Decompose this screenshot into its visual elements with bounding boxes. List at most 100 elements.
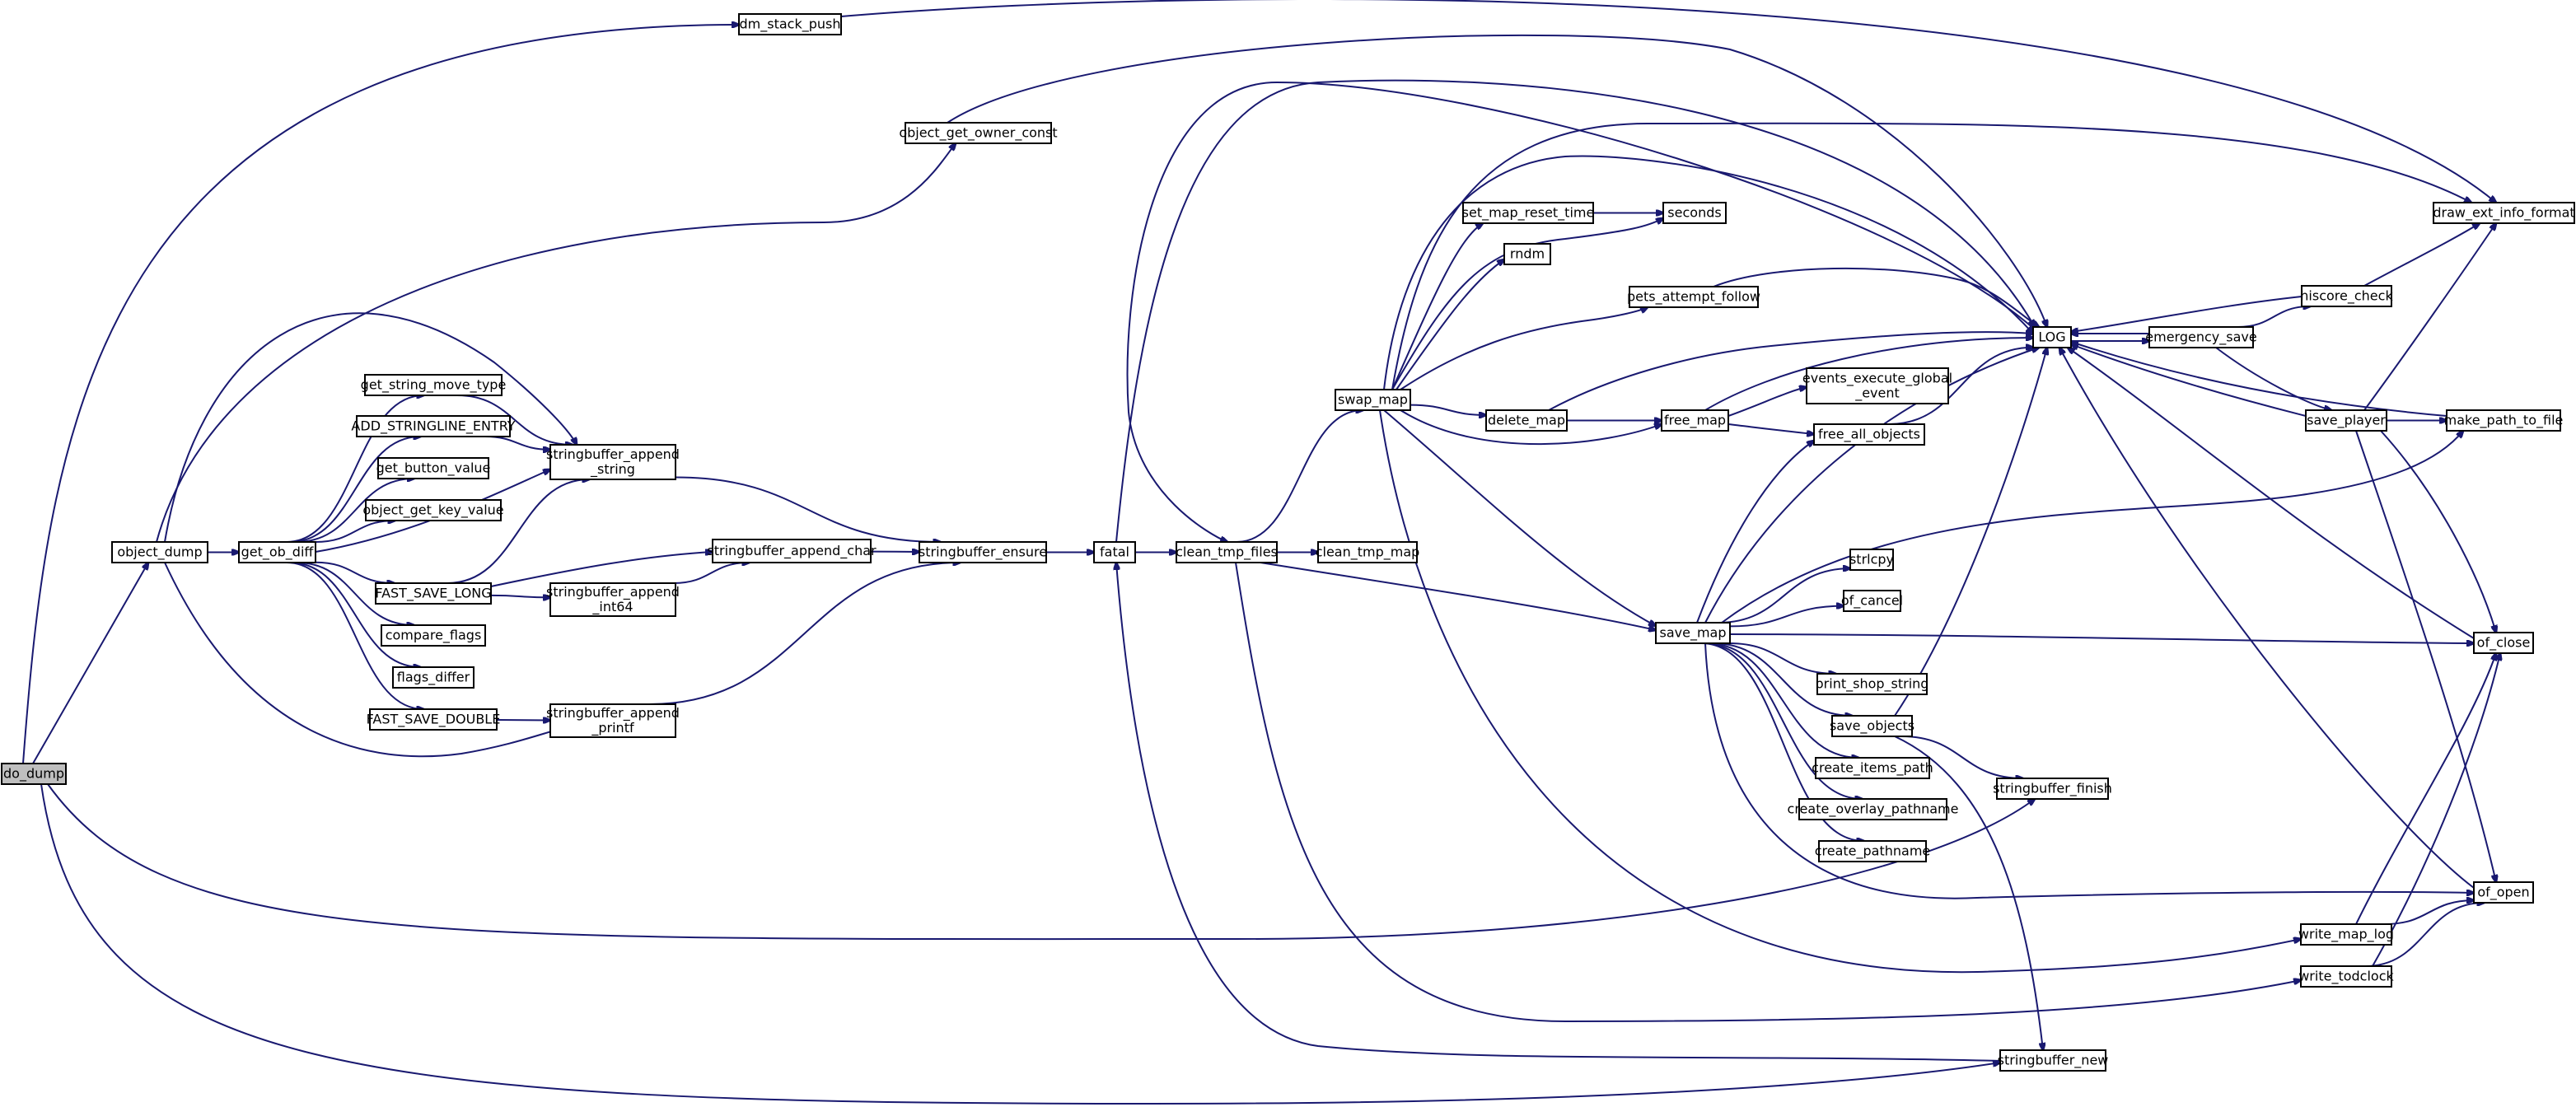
node-save_map[interactable]: save_map (1655, 622, 1731, 644)
node-label: do_dump (3, 766, 64, 782)
node-label: flags_differ (397, 670, 470, 686)
edge-save_map-to-strlcpy (1718, 568, 1850, 624)
node-ADD_STRINGLINE_ENTRY[interactable]: ADD_STRINGLINE_ENTRY (351, 415, 516, 437)
node-box (1462, 202, 1594, 224)
node-object_get_key_value[interactable]: object_get_key_value (362, 499, 504, 521)
node-label: ADD_STRINGLINE_ENTRY (351, 418, 515, 435)
edge-clean_tmp_files-to-save_map (1260, 562, 1656, 630)
node-get_ob_diff[interactable]: get_ob_diff (238, 541, 316, 563)
edge-of_open-to-LOG (2059, 348, 2475, 889)
node-stringbuffer_finish[interactable]: stringbuffer_finish (1993, 778, 2112, 800)
node-clean_tmp_map[interactable]: clean_tmp_map (1316, 541, 1420, 563)
node-save_objects[interactable]: save_objects (1830, 715, 1914, 737)
edge-hiscore_check-to-LOG (2071, 296, 2303, 332)
node-label: of_open (2477, 885, 2529, 901)
node-label: rndm (1510, 246, 1545, 262)
node-delete_map[interactable]: delete_map (1485, 409, 1568, 432)
edge-save_player-to-of_close (2380, 430, 2496, 633)
edge-stringbuffer_append_string-to-stringbuffer_ensure (675, 476, 941, 542)
node-label: stringbuffer_append (546, 705, 680, 722)
edge-swap_map-to-free_map (1400, 409, 1662, 446)
node-of_close[interactable]: of_close (2473, 632, 2534, 654)
node-create_items_path[interactable]: create_items_path (1812, 757, 1933, 779)
node-make_path_to_file[interactable]: make_path_to_file (2444, 409, 2564, 432)
node-label: fatal (1100, 544, 1129, 560)
node-print_shop_string[interactable]: print_shop_string (1816, 673, 1929, 695)
node-box (1317, 541, 1418, 563)
node-emergency_save[interactable]: emergency_save (2145, 326, 2257, 348)
node-label: object_dump (117, 544, 202, 561)
node-label: strlcpy (1849, 552, 1894, 568)
node-free_all_objects[interactable]: free_all_objects (1813, 423, 1925, 446)
node-get_string_move_type[interactable]: get_string_move_type (361, 374, 507, 396)
edge-emergency_save-to-hiscore_check (2237, 306, 2310, 328)
edge-do_dump-to-stringbuffer_finish (47, 783, 2035, 941)
edge-fatal-to-LOG (1115, 79, 2035, 543)
node-FAST_SAVE_DOUBLE[interactable]: FAST_SAVE_DOUBLE (367, 708, 501, 731)
node-box (375, 582, 492, 605)
node-get_button_value[interactable]: get_button_value (376, 457, 491, 479)
node-box (1503, 243, 1551, 265)
node-seconds[interactable]: seconds (1662, 202, 1727, 224)
node-swap_map[interactable]: swap_map (1335, 389, 1411, 411)
node-set_map_reset_time[interactable]: set_map_reset_time (1462, 202, 1595, 224)
node-box (1655, 622, 1731, 644)
node-create_pathname[interactable]: create_pathname (1815, 840, 1931, 862)
node-free_map[interactable]: free_map (1661, 409, 1729, 432)
edge-save_map-to-of_close (1729, 633, 2474, 643)
node-object_get_owner_const[interactable]: object_get_owner_const (899, 122, 1058, 144)
node-create_overlay_pathname[interactable]: create_overlay_pathname (1788, 798, 1959, 820)
node-dm_stack_push[interactable]: dm_stack_push (738, 13, 842, 35)
edge-save_map-to-of_open (1704, 642, 2474, 899)
node-box (238, 541, 316, 563)
node-label: stringbuffer_append (546, 446, 680, 463)
node-rndm[interactable]: rndm (1503, 243, 1551, 265)
edge-stringbuffer_append_int64-to-stringbuffer_append_char (673, 563, 750, 584)
edge-save_map-to-save_objects (1713, 642, 1852, 716)
node-label: set_map_reset_time (1462, 205, 1595, 222)
edge-save_objects-to-stringbuffer_new (1894, 736, 2043, 1050)
node-box (2305, 409, 2387, 432)
node-label: _int64 (591, 599, 633, 615)
node-box (111, 541, 208, 563)
edge-save_map-to-print_shop_string (1728, 642, 1836, 674)
node-clean_tmp_files[interactable]: clean_tmp_files (1176, 541, 1278, 563)
node-events_execute_global_event[interactable]: events_execute_global_event (1802, 367, 1952, 404)
node-compare_flags[interactable]: compare_flags (381, 624, 486, 647)
node-stringbuffer_append_string[interactable]: stringbuffer_append_string (546, 444, 680, 480)
node-label: get_string_move_type (361, 377, 507, 394)
edge-swap_map-to-set_map_reset_time (1391, 223, 1483, 390)
edge-object_get_owner_const-to-LOG (947, 34, 2047, 327)
node-strlcpy[interactable]: strlcpy (1849, 549, 1894, 571)
node-label: stringbuffer_finish (1993, 781, 2112, 797)
edge-swap_map-to-LOG (1383, 155, 2033, 390)
node-LOG[interactable]: LOG (2032, 326, 2072, 348)
node-flags_differ[interactable]: flags_differ (392, 666, 475, 689)
node-of_cancel[interactable]: of_cancel (1841, 590, 1903, 612)
node-draw_ext_info_format[interactable]: draw_ext_info_format (2433, 202, 2575, 224)
node-of_open[interactable]: of_open (2473, 881, 2534, 904)
node-box (2433, 202, 2575, 224)
node-stringbuffer_append_char[interactable]: stringbuffer_append_char (707, 539, 877, 563)
node-write_map_log[interactable]: write_map_log (2298, 923, 2394, 946)
node-box (549, 703, 676, 738)
nodes-layer: do_dump dm_stack_push object_get_owner_con… (1, 13, 2575, 1072)
node-fatal[interactable]: fatal (1093, 541, 1136, 563)
node-box (377, 457, 489, 479)
node-pets_attempt_follow[interactable]: pets_attempt_follow (1627, 286, 1760, 308)
node-FAST_SAVE_LONG[interactable]: FAST_SAVE_LONG (375, 582, 492, 605)
edge-delete_map-to-LOG (1548, 332, 2033, 411)
node-stringbuffer_ensure[interactable]: stringbuffer_ensure (919, 541, 1047, 563)
node-hiscore_check[interactable]: hiscore_check (2300, 285, 2393, 307)
edge-swap_map-to-draw_ext_info_format (1391, 122, 2471, 390)
node-label: object_get_key_value (362, 502, 503, 519)
node-stringbuffer_append_printf[interactable]: stringbuffer_append_printf (546, 703, 680, 738)
node-write_todclock[interactable]: write_todclock (2298, 965, 2395, 988)
edge-free_map-to-LOG (1704, 338, 2033, 411)
node-save_player[interactable]: save_player (2305, 409, 2387, 432)
node-stringbuffer_append_int64[interactable]: stringbuffer_append_int64 (546, 582, 680, 617)
node-stringbuffer_new[interactable]: stringbuffer_new (1998, 1049, 2109, 1072)
node-label: FAST_SAVE_DOUBLE (367, 712, 501, 728)
node-object_dump[interactable]: object_dump (111, 541, 208, 563)
node-label: free_map (1664, 413, 1726, 429)
